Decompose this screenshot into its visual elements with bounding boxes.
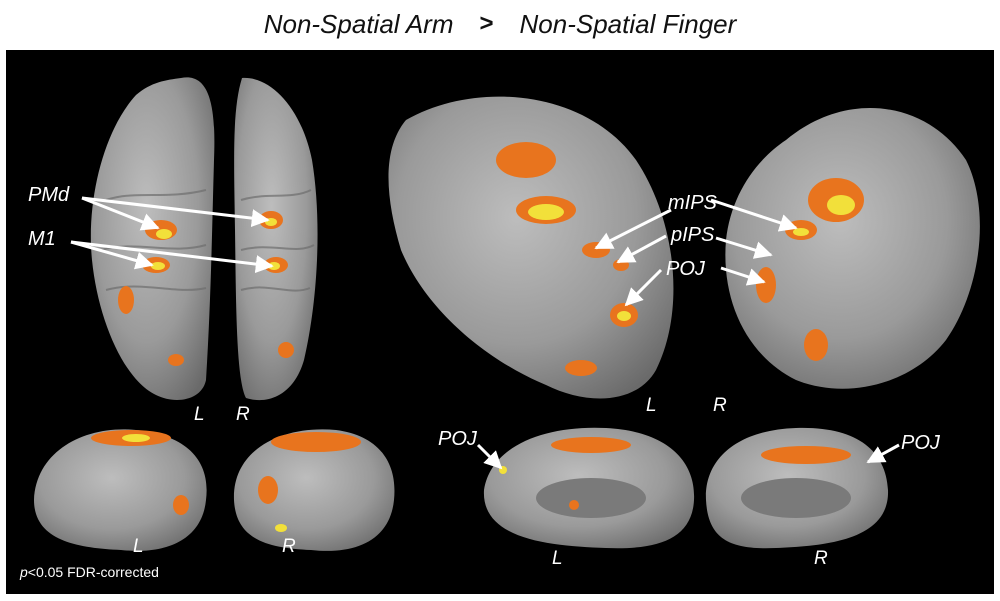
- threshold-text: <0.05 FDR-corrected: [27, 564, 159, 580]
- mips-label: mIPS: [668, 192, 717, 214]
- title-operator: >: [479, 10, 494, 37]
- annotation-arrows: [70, 196, 900, 470]
- hemisphere-label-medial-left: L: [552, 548, 563, 569]
- hemisphere-label-posterior-right: R: [713, 395, 727, 416]
- p-symbol: p: [20, 564, 28, 580]
- figure-title: Non-Spatial Arm > Non-Spatial Finger: [0, 0, 1000, 48]
- small-lateral-left: [34, 429, 207, 551]
- statistical-threshold-note: p<0.05 FDR-corrected: [20, 564, 159, 580]
- poj-label-medial-left: POJ: [438, 428, 477, 450]
- hemisphere-label-dorsal-left: L: [194, 404, 205, 425]
- poj-label-lateral: POJ: [666, 258, 705, 280]
- hemisphere-label-dorsal-right: R: [236, 404, 250, 425]
- dorsal-left-hemisphere: [90, 77, 215, 400]
- dorsal-right-hemisphere: [234, 77, 318, 401]
- activation-clusters: [91, 142, 864, 532]
- title-left: Non-Spatial Arm: [263, 8, 454, 39]
- title-right: Non-Spatial Finger: [519, 8, 737, 39]
- hemisphere-label-small-right: R: [282, 536, 296, 557]
- lateral-left-hemisphere: [388, 96, 674, 399]
- hemisphere-label-medial-right: R: [814, 548, 828, 569]
- pmd-label: PMd: [28, 184, 70, 206]
- poj-label-medial-right: POJ: [901, 432, 940, 454]
- brain-figure-panel: PMd M1 mIPS pIPS POJ POJ POJ L R L R L R…: [6, 50, 994, 594]
- posterior-right-hemisphere: [725, 107, 980, 389]
- hemisphere-label-small-left: L: [133, 536, 144, 557]
- m1-label: M1: [28, 228, 56, 250]
- hemisphere-label-lateral-left: L: [646, 395, 657, 416]
- pips-label: pIPS: [671, 224, 715, 246]
- small-lateral-right: [233, 429, 395, 551]
- brain-renderings: [34, 77, 980, 551]
